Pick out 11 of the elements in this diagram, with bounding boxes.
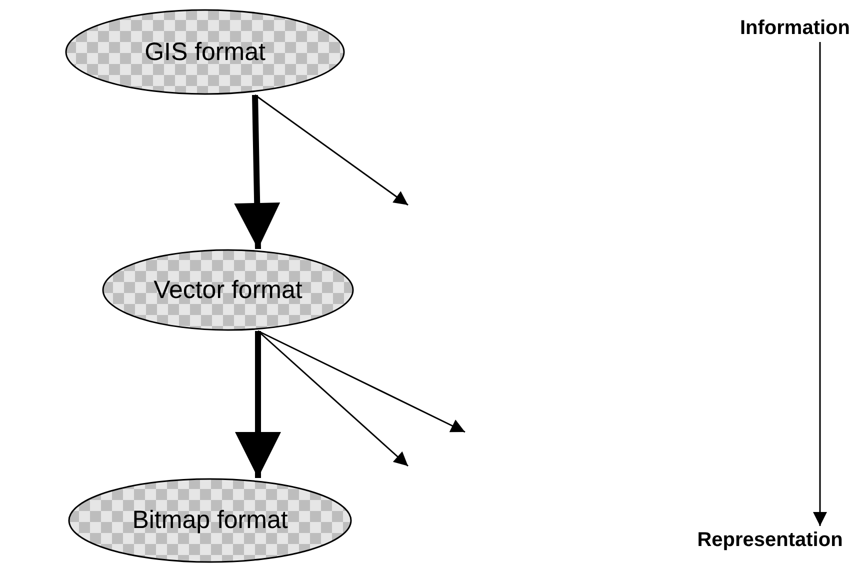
node-label: Bitmap format: [132, 506, 288, 535]
arrow: [813, 42, 827, 526]
arrow: [258, 330, 408, 467]
axis-label: Representation: [697, 528, 843, 552]
node-label: Vector format: [154, 276, 302, 304]
node-label: GIS format: [144, 38, 266, 66]
arrow: [235, 331, 281, 478]
axis-label: Information: [740, 16, 850, 40]
arrow: [258, 330, 466, 433]
arrow: [254, 94, 408, 206]
arrow: [234, 94, 280, 250]
